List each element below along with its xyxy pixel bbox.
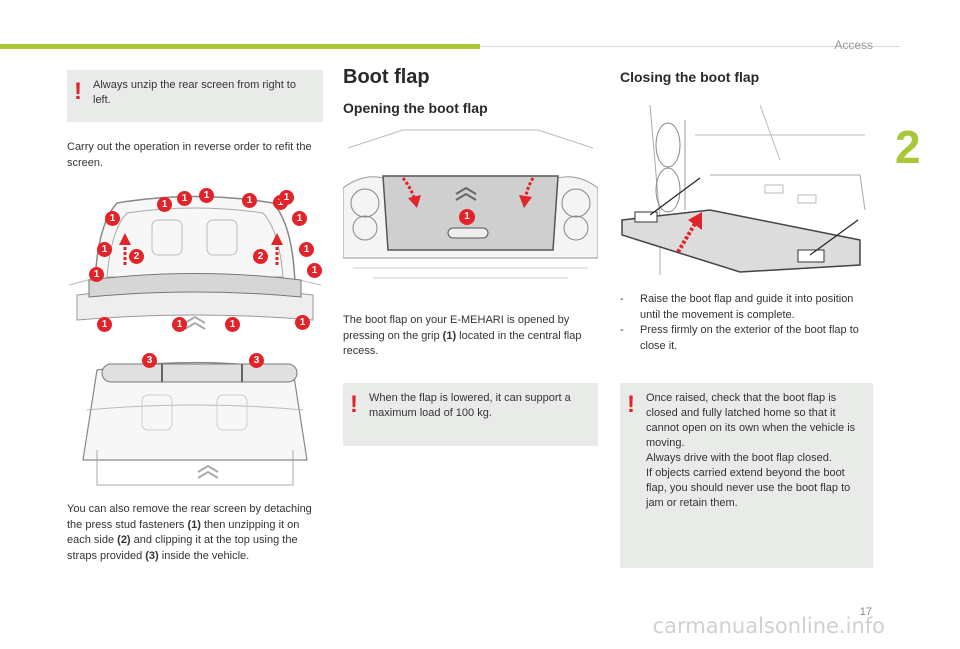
watermark: carmanualsonline.info — [652, 614, 885, 638]
subtitle-closing: Closing the boot flap — [620, 69, 760, 85]
callout-badge: 1 — [299, 242, 314, 257]
closing-steps: Raise the boot flap and guide it into po… — [620, 292, 873, 354]
section-title: Access — [834, 38, 873, 52]
callout-ref: (2) — [117, 534, 131, 546]
warning-text: When the flap is lowered, it can support… — [369, 392, 571, 419]
header-rule — [480, 46, 900, 47]
warning-text: Always unzip the rear screen from right … — [93, 79, 296, 106]
warning-box-load: ! When the flap is lowered, it can suppo… — [343, 383, 598, 446]
warning-text: Once raised, check that the boot flap is… — [646, 392, 856, 509]
callout-badge: 1 — [105, 211, 120, 226]
text-run: then unzipping it on each side — [67, 518, 300, 547]
callout-badge: 1 — [97, 242, 112, 257]
callout-badge: 1 — [97, 317, 112, 332]
page-title: Boot flap — [343, 66, 430, 88]
callout-badge: 1 — [242, 193, 257, 208]
chapter-number: 2 — [895, 121, 921, 173]
text-run: and clipping it at the top using the str… — [67, 534, 298, 562]
callout-badge: 1 — [307, 263, 322, 278]
text-run: The boot flap on your E-MEHARI is opened… — [343, 314, 570, 342]
boot-flap-close-figure — [620, 100, 873, 280]
text-run: You can also remove the rear screen by d… — [67, 503, 312, 531]
callout-badge: 1 — [157, 197, 172, 212]
subtitle-opening: Opening the boot flap — [343, 100, 488, 116]
warning-box-unzip: ! Always unzip the rear screen from righ… — [67, 70, 323, 122]
warning-icon: ! — [627, 391, 635, 418]
callout-badge: 3 — [249, 353, 264, 368]
callout-badge: 1 — [225, 317, 240, 332]
callout-badge: 1 — [295, 315, 310, 330]
callout-badge: 3 — [142, 353, 157, 368]
list-item: Press firmly on the exterior of the boot… — [620, 323, 873, 354]
warning-icon: ! — [350, 391, 358, 418]
callout-badge: 1 — [89, 267, 104, 282]
callout-badge: 2 — [253, 249, 268, 264]
text-run: located in the central flap recess. — [343, 329, 582, 358]
callout-badge: 1 — [279, 190, 294, 205]
header-accent-bar — [0, 44, 480, 49]
callout-ref: (1) — [442, 329, 457, 342]
remove-screen-paragraph: You can also remove the rear screen by d… — [67, 502, 323, 564]
callout-badge: 1 — [199, 188, 214, 203]
page-number: 17 — [859, 606, 872, 618]
opening-paragraph: The boot flap on your E-MEHARI is opened… — [343, 313, 598, 360]
rear-screen-figure: 111111111111111122 — [67, 185, 323, 345]
callout-ref: (3) — [145, 549, 159, 562]
callout-badge: 2 — [129, 249, 144, 264]
callout-1-grip: 1 — [459, 209, 475, 225]
list-item: Raise the boot flap and guide it into po… — [620, 292, 873, 323]
warning-icon: ! — [74, 78, 82, 105]
warning-box-closing: ! Once raised, check that the boot flap … — [620, 383, 873, 568]
text-run: inside the vehicle. — [158, 549, 250, 562]
callout-badge: 1 — [292, 211, 307, 226]
callout-badge: 1 — [172, 317, 187, 332]
callout-ref: (1) — [187, 518, 201, 531]
refit-paragraph: Carry out the operation in reverse order… — [67, 141, 312, 169]
boot-flap-open-figure: 1 — [343, 128, 598, 293]
callout-badge: 1 — [177, 191, 192, 206]
